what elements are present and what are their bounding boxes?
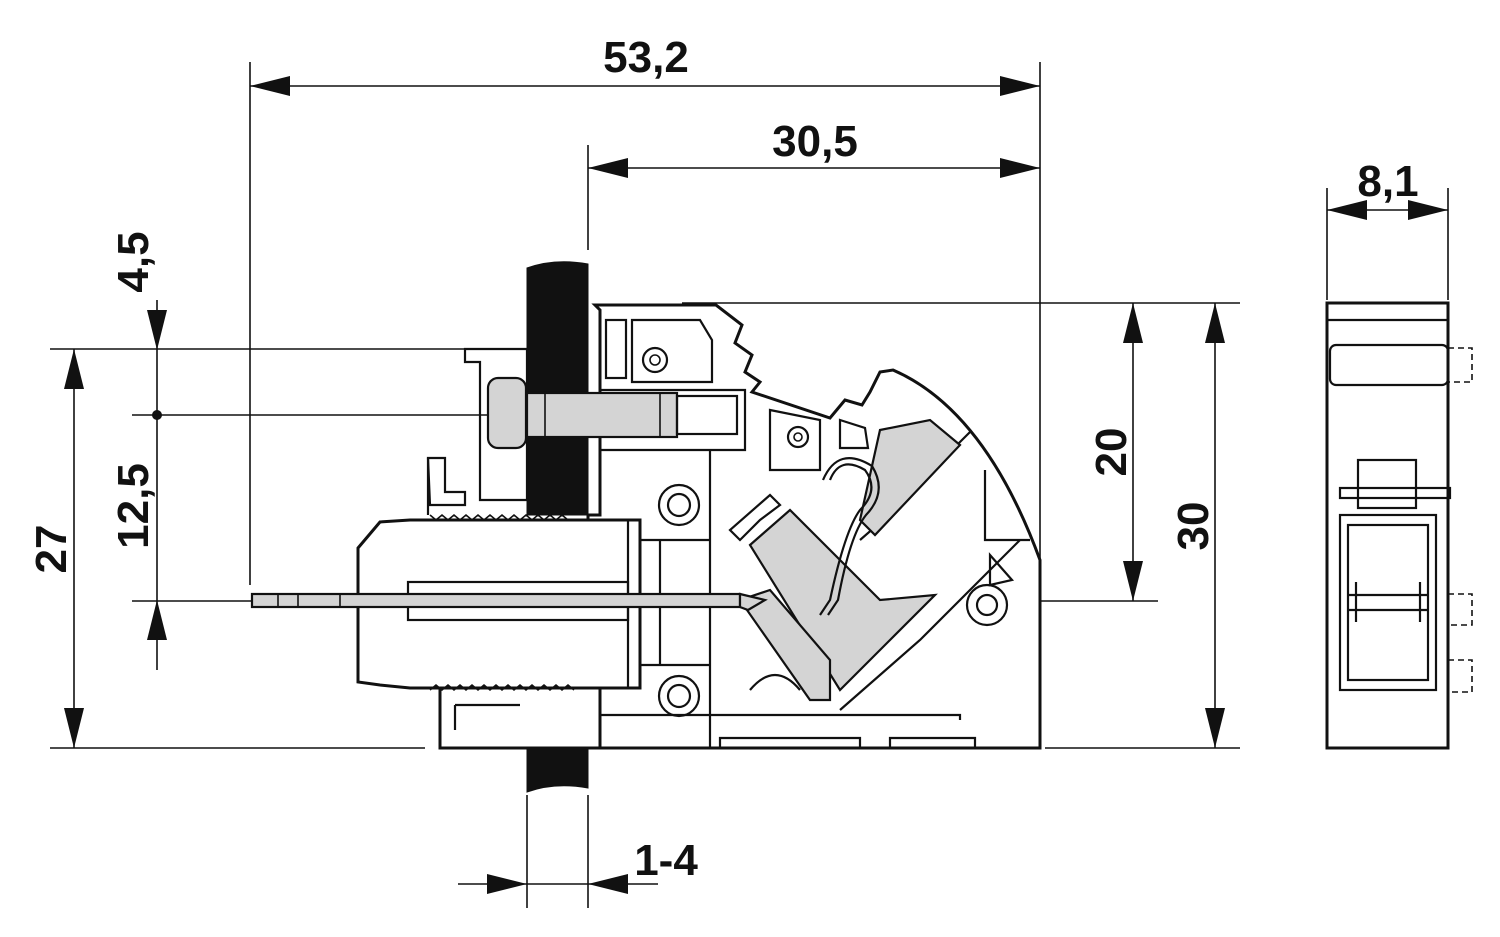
dimension-upper-height: 20: [682, 302, 1240, 601]
dim-label-left-height: 27: [27, 525, 76, 574]
dim-label-screw-to-pin: 12,5: [109, 463, 158, 549]
dim-label-panel-thickness: 1-4: [634, 836, 698, 885]
dimension-overall-width: 53,2: [249, 33, 1041, 585]
dim-label-total-height: 30: [1169, 502, 1218, 551]
dimension-left-height: 27: [27, 348, 465, 749]
dim-label-overall-width: 53,2: [603, 33, 689, 82]
dim-label-upper-height: 20: [1087, 428, 1136, 477]
dim-label-top-offset: 4,5: [109, 231, 158, 292]
dimension-panel-thickness: 1-4: [458, 795, 698, 908]
dimension-front-width: 30,5: [587, 117, 1040, 250]
dimension-top-offset: 4,5: [109, 231, 167, 670]
dim-label-side-width: 8,1: [1357, 157, 1418, 206]
side-view: [1325, 301, 1473, 750]
terminal-housing: [250, 303, 1042, 750]
dim-label-front-width: 30,5: [772, 117, 858, 166]
dimension-side-width: 8,1: [1326, 157, 1449, 300]
dimension-total-height: 30: [1045, 303, 1240, 749]
dimension-screw-to-pin: 12,5: [109, 410, 167, 640]
